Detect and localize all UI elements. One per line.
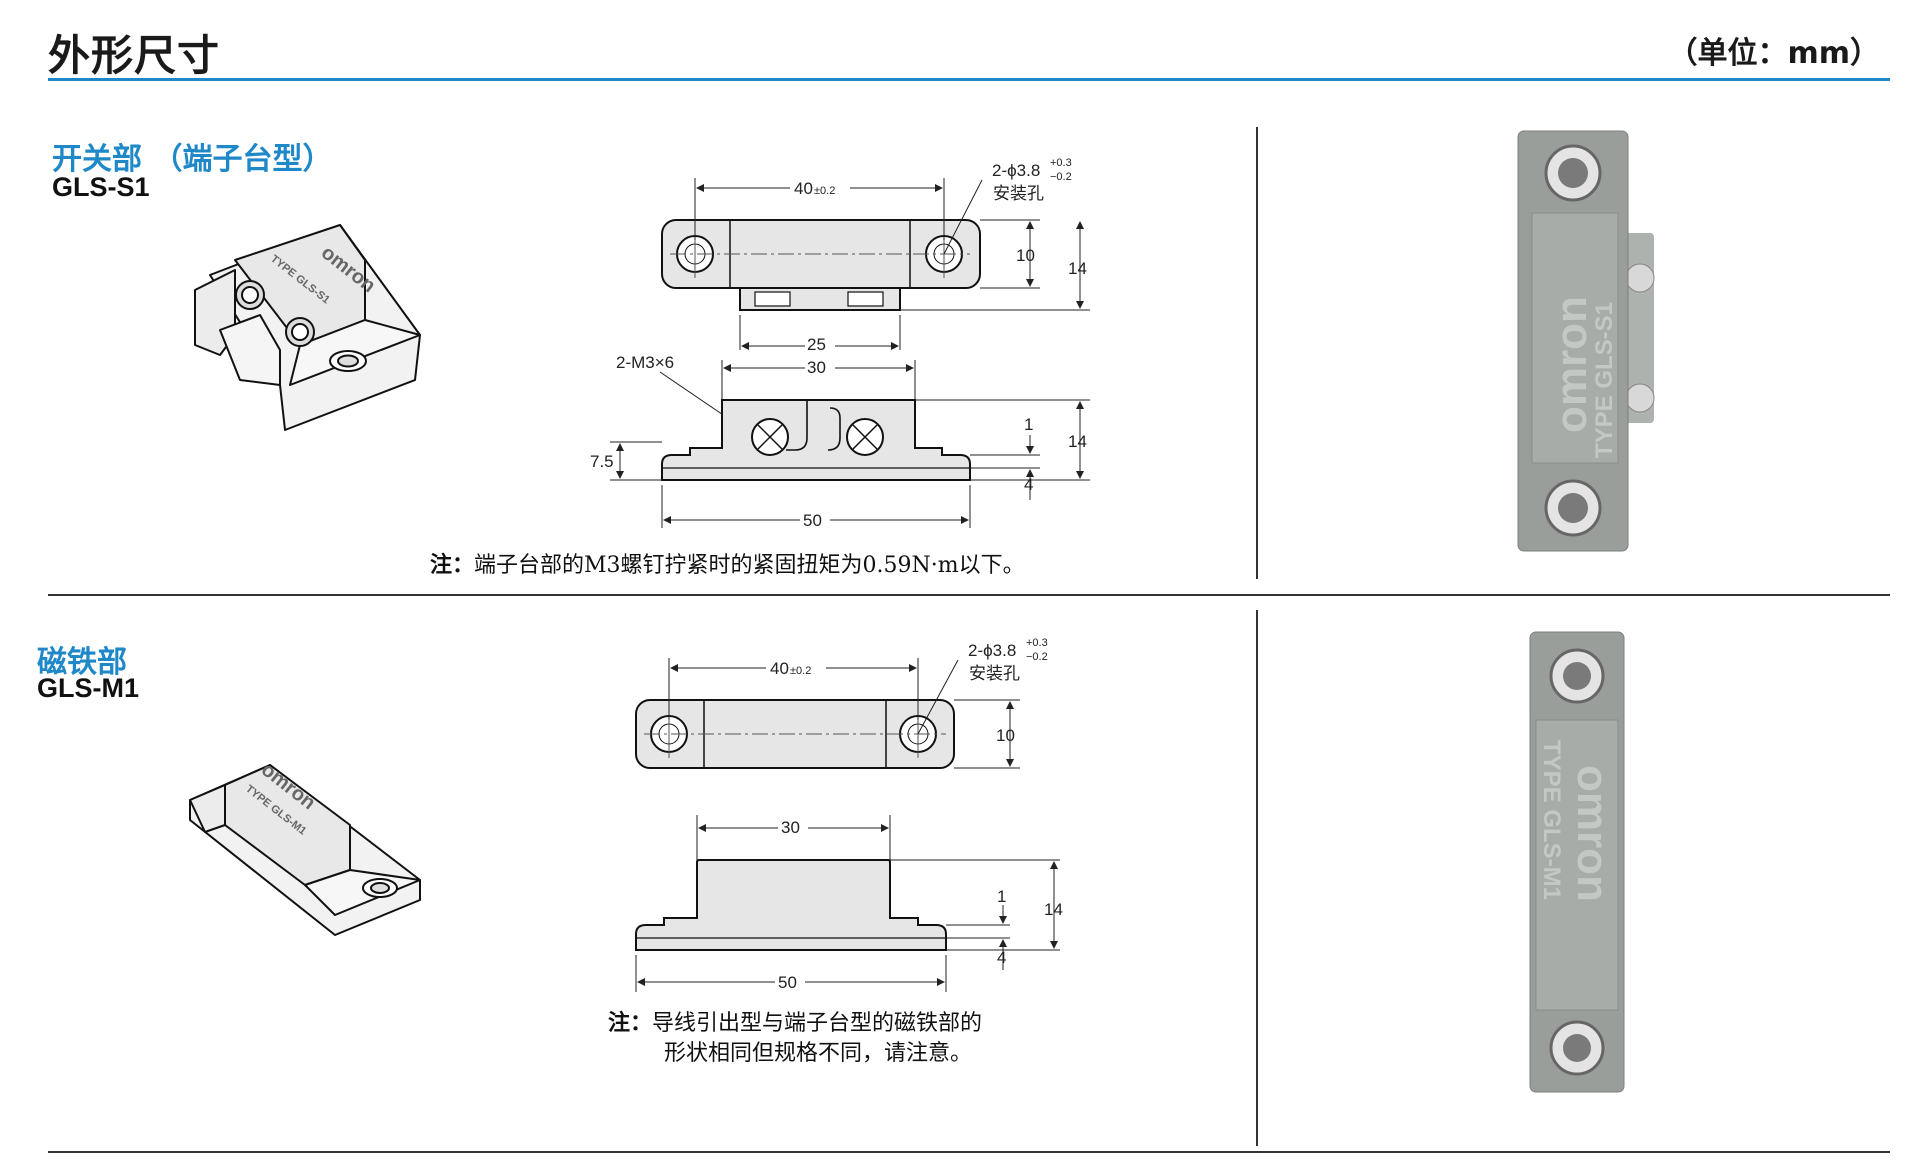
- svg-text:7.5: 7.5: [590, 452, 614, 471]
- svg-text:10: 10: [1016, 246, 1035, 265]
- header-rule: [48, 78, 1890, 81]
- svg-text:2-ϕ3.8: 2-ϕ3.8: [992, 161, 1040, 180]
- section1-note: 注：端子台部的M3螺钉拧紧时的紧固扭矩为0.59N·m以下。: [430, 551, 1025, 581]
- unit-label: （单位：mm）: [1667, 36, 1880, 71]
- section2-title: 磁铁部: [37, 645, 127, 680]
- svg-text:40: 40: [770, 659, 789, 678]
- svg-text:40: 40: [794, 179, 813, 198]
- svg-text:4: 4: [997, 948, 1006, 967]
- column-divider-1: [1256, 127, 1258, 579]
- photo-type-text: TYPE GLS-S1: [1591, 302, 1618, 458]
- photo-type-text-2: TYPE GLS-M1: [1538, 740, 1565, 900]
- page-title: 外形尺寸: [48, 31, 221, 80]
- svg-text:30: 30: [781, 818, 800, 837]
- svg-text:50: 50: [778, 973, 797, 992]
- switch-photo: omron TYPE GLS-S1: [1517, 130, 1655, 552]
- switch-isometric-view: omron TYPE GLS-S1: [194, 224, 421, 431]
- svg-text:2-M3×6: 2-M3×6: [616, 353, 674, 372]
- bottom-divider: [48, 1151, 1890, 1153]
- section2-note: 注：导线引出型与端子台型的磁铁部的 形状相同但规格不同，请注意。: [608, 1009, 982, 1069]
- svg-text:14: 14: [1068, 259, 1087, 278]
- switch-top-view: 40 ±0.2 2-ϕ3.8 +0.3 −0.2 安装孔 10 14 25 30…: [590, 157, 1090, 530]
- svg-text:10: 10: [996, 726, 1015, 745]
- magnet-photo: omron TYPE GLS-M1: [1529, 631, 1625, 1093]
- svg-text:1: 1: [997, 887, 1006, 906]
- svg-text:2-ϕ3.8: 2-ϕ3.8: [968, 641, 1016, 660]
- section1-title: 开关部 （端子台型）: [52, 142, 333, 177]
- note-text: 端子台部的M3螺钉拧紧时的紧固扭矩为0.59N·m以下。: [474, 553, 1025, 578]
- svg-text:安装孔: 安装孔: [969, 664, 1020, 683]
- section-divider: [48, 594, 1890, 596]
- section2-model: GLS-M1: [37, 673, 140, 703]
- note-label: 注：: [430, 553, 475, 578]
- note-text-line2: 形状相同但规格不同，请注意。: [664, 1041, 973, 1066]
- svg-text:±0.2: ±0.2: [790, 665, 811, 677]
- svg-text:50: 50: [803, 511, 822, 530]
- svg-text:−0.2: −0.2: [1050, 171, 1072, 183]
- photo-logo-text: omron: [1547, 296, 1596, 433]
- svg-text:14: 14: [1044, 900, 1063, 919]
- photo-logo-text-2: omron: [1568, 765, 1617, 902]
- svg-text:25: 25: [807, 335, 826, 354]
- note-text-line1: 导线引出型与端子台型的磁铁部的: [652, 1011, 983, 1036]
- magnet-isometric-view: omron TYPE GLS-M1: [189, 759, 421, 936]
- section1-model: GLS-S1: [52, 172, 150, 202]
- svg-text:30: 30: [807, 358, 826, 377]
- svg-text:1: 1: [1024, 415, 1033, 434]
- svg-text:±0.2: ±0.2: [814, 185, 835, 197]
- note-label-2: 注：: [608, 1011, 653, 1036]
- svg-text:+0.3: +0.3: [1026, 637, 1048, 649]
- svg-text:14: 14: [1068, 432, 1087, 451]
- svg-text:4: 4: [1024, 475, 1033, 494]
- svg-text:−0.2: −0.2: [1026, 651, 1048, 663]
- svg-text:+0.3: +0.3: [1050, 157, 1072, 169]
- magnet-dimension-view: 40 ±0.2 2-ϕ3.8 +0.3 −0.2 安装孔 10 30 1 4 1…: [635, 637, 1063, 992]
- svg-text:安装孔: 安装孔: [993, 184, 1044, 203]
- column-divider-2: [1256, 610, 1258, 1146]
